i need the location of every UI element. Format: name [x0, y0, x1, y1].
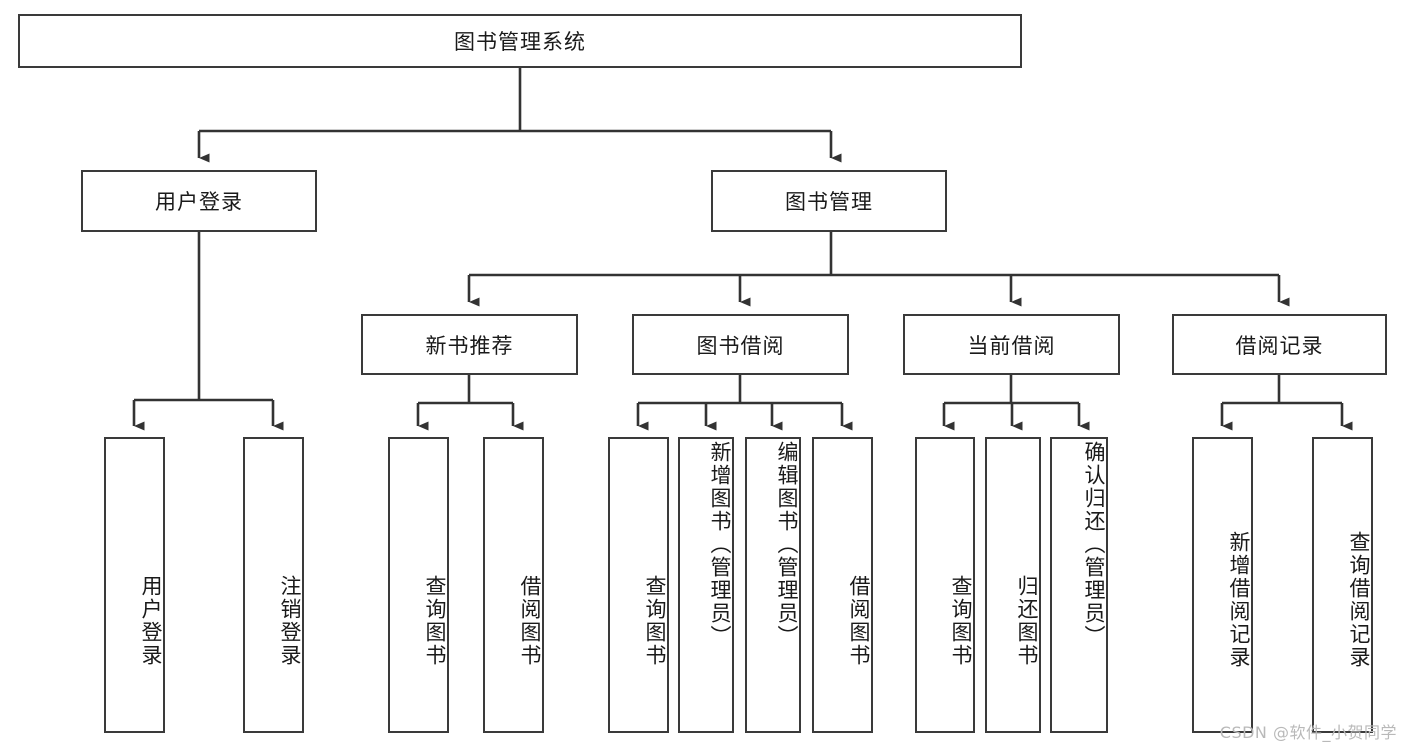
- leaf-borrow-record-add[interactable]: 新增借阅记录: [1192, 437, 1253, 733]
- leaf-book-borrow-borrow[interactable]: 借阅图书: [812, 437, 873, 733]
- node-borrow-record[interactable]: 借阅记录: [1172, 314, 1387, 375]
- node-user-login[interactable]: 用户登录: [81, 170, 317, 232]
- leaf-user-login-logout[interactable]: 注销登录: [243, 437, 304, 733]
- leaf-user-login-login[interactable]: 用户登录: [104, 437, 165, 733]
- leaf-new-book-query[interactable]: 查询图书: [388, 437, 449, 733]
- leaf-borrow-record-query[interactable]: 查询借阅记录: [1312, 437, 1373, 733]
- leaf-book-borrow-edit-admin[interactable]: 编辑图书（管理员）: [745, 437, 801, 733]
- node-book-management[interactable]: 图书管理: [711, 170, 947, 232]
- node-current-borrow[interactable]: 当前借阅: [903, 314, 1120, 375]
- leaf-current-borrow-confirm-return-admin[interactable]: 确认归还（管理员）: [1050, 437, 1108, 733]
- node-new-book-recommend[interactable]: 新书推荐: [361, 314, 578, 375]
- leaf-current-borrow-return[interactable]: 归还图书: [985, 437, 1041, 733]
- leaf-book-borrow-query[interactable]: 查询图书: [608, 437, 669, 733]
- node-root-book-management-system[interactable]: 图书管理系统: [18, 14, 1022, 68]
- csdn-watermark: CSDN @软件_小贺同学: [1219, 723, 1397, 742]
- node-book-borrow[interactable]: 图书借阅: [632, 314, 849, 375]
- leaf-current-borrow-query[interactable]: 查询图书: [915, 437, 975, 733]
- leaf-new-book-borrow[interactable]: 借阅图书: [483, 437, 544, 733]
- leaf-book-borrow-add-admin[interactable]: 新增图书（管理员）: [678, 437, 734, 733]
